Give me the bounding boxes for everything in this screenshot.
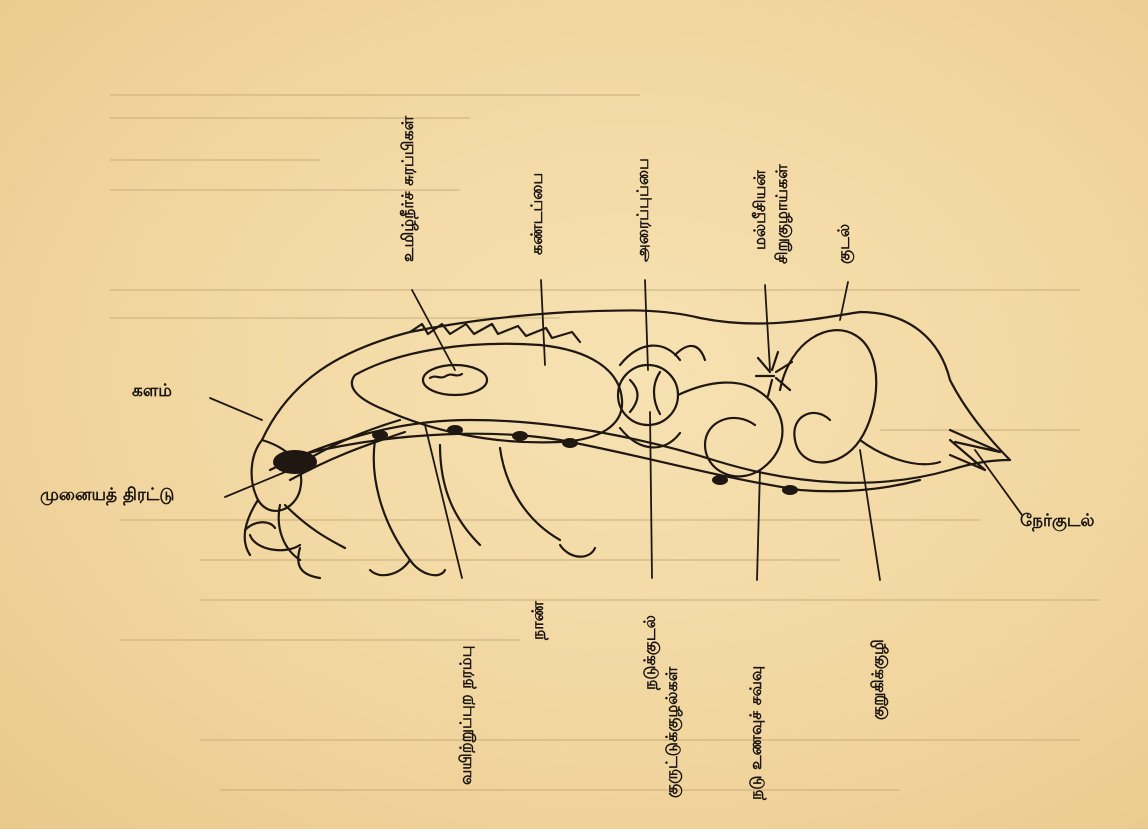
ganglia — [273, 425, 798, 495]
label-naduk-line1: நடுக்குடல் — [642, 615, 658, 690]
label-munaiyath-thirattu: முனையத் திரட்டு — [40, 487, 174, 504]
label-malpighian-line2: சிறுகுழாய்கள் — [774, 164, 790, 264]
label-naduk-line2: குருட்டுக்குழல்கள் — [664, 667, 680, 798]
label-vayitru-line1: வயிற்றுப்புற நரம்பு — [458, 645, 474, 785]
label-nadu-unavu-savvu: நடு உணவுச் சவ்வு — [748, 666, 764, 800]
gizzard — [618, 365, 678, 425]
label-nerkudal: நேர்குடல் — [1020, 513, 1095, 530]
label-kalam: களம் — [132, 383, 172, 400]
label-malpighian-line1: மல்பீசியன் — [752, 170, 768, 250]
label-kandappai: கண்டப்பை — [529, 173, 545, 255]
label-kudal: குடல் — [836, 224, 852, 264]
leg-3 — [500, 448, 560, 540]
label-araippuppai: அரைப்புப்பை — [635, 158, 651, 262]
label-vayitru-line2: நாண் — [530, 601, 546, 640]
midgut-loop — [678, 383, 783, 477]
malpighian-tubules — [756, 352, 792, 396]
label-kurukkuppi: குறுகிக்குழி — [870, 639, 886, 720]
label-umizhneer-surappigal: உமிழ்நீர்ச் சுரப்பிகள் — [400, 116, 416, 262]
leg-2 — [440, 445, 480, 545]
